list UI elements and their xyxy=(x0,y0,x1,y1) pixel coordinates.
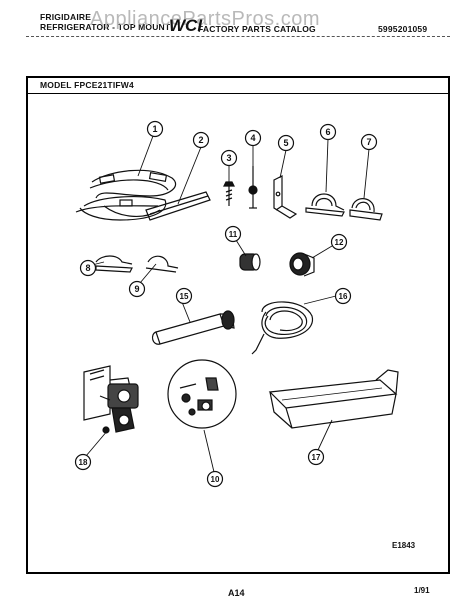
callout-6-label: 6 xyxy=(325,127,330,137)
callout-10-label: 10 xyxy=(211,475,220,484)
callout-17: 17 xyxy=(307,448,325,466)
part-15-tube xyxy=(151,310,235,345)
part-2-strip xyxy=(145,191,211,221)
callout-1-label: 1 xyxy=(152,124,157,134)
part-5-bracket xyxy=(273,175,298,219)
callout-11-label: 11 xyxy=(229,230,238,239)
wci-logo: WCI xyxy=(169,16,203,35)
callout-5: 5 xyxy=(277,134,295,152)
part-7-clamp xyxy=(349,198,383,221)
callout-12: 12 xyxy=(330,233,348,251)
part-8-clip xyxy=(95,255,133,273)
callout-7: 7 xyxy=(360,133,378,151)
callout-1: 1 xyxy=(146,120,164,138)
callout-18: 18 xyxy=(74,453,92,471)
header-divider xyxy=(26,36,450,37)
callout-2-label: 2 xyxy=(198,135,203,145)
part-16-tubing-coil xyxy=(251,301,314,355)
page-number: A14 xyxy=(228,588,245,598)
part-10-icemaker-head xyxy=(167,359,237,429)
callout-11: 11 xyxy=(224,225,242,243)
callout-markers: 1 2 3 4 5 6 7 8 9 11 12 15 16 18 10 17 xyxy=(74,120,378,488)
watermark-text: AppliancePartsPros.com xyxy=(90,8,320,30)
callout-10: 10 xyxy=(206,470,224,488)
callout-2: 2 xyxy=(192,131,210,149)
callout-8-label: 8 xyxy=(85,263,90,273)
callout-16-label: 16 xyxy=(339,292,348,301)
part-18-valve-assembly xyxy=(83,365,139,434)
part-4-pin xyxy=(248,166,258,209)
callout-12-label: 12 xyxy=(335,238,344,247)
callout-16: 16 xyxy=(334,287,352,305)
callout-17-label: 17 xyxy=(312,453,321,462)
model-divider xyxy=(26,93,450,94)
callout-7-label: 7 xyxy=(366,137,371,147)
wci-logo-text: WCI xyxy=(169,16,203,35)
callout-5-label: 5 xyxy=(283,138,288,148)
catalog-title: FACTORY PARTS CATALOG xyxy=(198,24,316,34)
part-9-clip xyxy=(145,255,179,273)
product-line: REFRIGERATOR - TOP MOUNT xyxy=(40,22,171,32)
figure-code: E1843 xyxy=(392,541,416,550)
callout-3-label: 3 xyxy=(226,153,231,163)
callout-9-label: 9 xyxy=(134,284,139,294)
callout-18-label: 18 xyxy=(79,458,88,467)
callout-15: 15 xyxy=(175,287,193,305)
part-17-ice-bin xyxy=(268,369,399,429)
part-3-screw xyxy=(223,181,235,206)
callout-15-label: 15 xyxy=(180,292,189,301)
model-label: MODEL FPCE21TIFW4 xyxy=(40,80,134,90)
part-11-bushing xyxy=(239,253,261,271)
callout-3: 3 xyxy=(220,149,238,167)
brand-name: FRIGIDAIRE xyxy=(40,12,92,22)
part-1-wire-harness xyxy=(75,169,177,221)
callout-9: 9 xyxy=(128,280,146,298)
part-12-grommet xyxy=(289,252,315,277)
catalog-date: 1/91 xyxy=(414,586,430,595)
diagram-frame xyxy=(26,76,450,574)
part-6-clamp xyxy=(305,193,345,217)
catalog-number: 5995201059 xyxy=(378,24,428,34)
callout-4-label: 4 xyxy=(250,133,255,143)
callout-8: 8 xyxy=(79,259,97,277)
callout-4: 4 xyxy=(244,129,262,147)
callout-6: 6 xyxy=(319,123,337,141)
